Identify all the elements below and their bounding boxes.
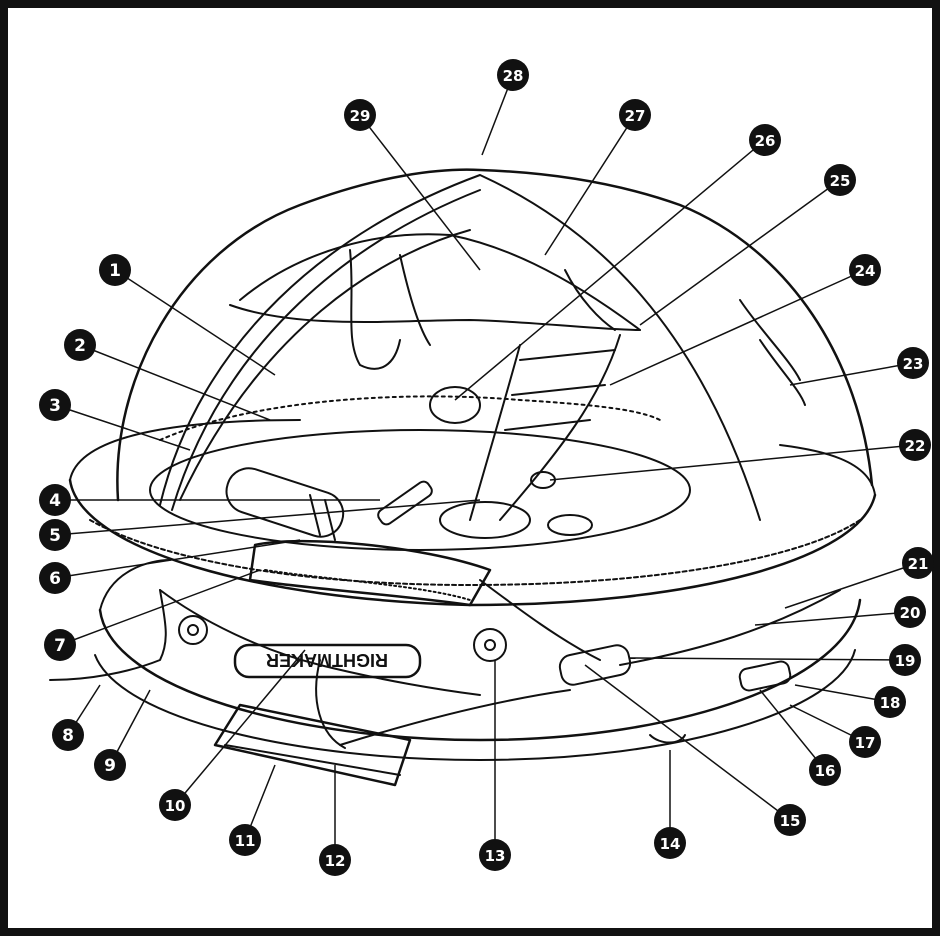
leader-lines	[55, 75, 918, 860]
callout-11: 11	[229, 824, 261, 856]
callout-number: 7	[54, 636, 66, 656]
callout-6: 6	[39, 562, 71, 594]
callout-20: 20	[894, 596, 926, 628]
callout-number: 19	[895, 652, 916, 670]
callout-number: 17	[855, 734, 876, 752]
callout-number: 1	[109, 261, 121, 281]
callout-5: 5	[39, 519, 71, 551]
callout-number: 28	[503, 67, 524, 85]
callout-8: 8	[52, 719, 84, 751]
callout-number: 21	[908, 555, 929, 573]
callout-number: 4	[49, 491, 61, 511]
callout-number: 3	[49, 396, 61, 416]
callout-29: 29	[344, 99, 376, 131]
callout-number: 11	[235, 832, 256, 850]
callout-18: 18	[874, 686, 906, 718]
callout-1: 1	[99, 254, 131, 286]
callout-3: 3	[39, 389, 71, 421]
callout-15: 15	[774, 804, 806, 836]
raft-name-plate: RIGHTMAKER	[266, 650, 388, 670]
callout-2: 2	[64, 329, 96, 361]
callout-12: 12	[319, 844, 351, 876]
callout-number: 27	[625, 107, 646, 125]
diagram-border	[4, 4, 936, 932]
callout-number: 9	[104, 756, 116, 776]
callout-number: 20	[900, 604, 921, 622]
callout-4: 4	[39, 484, 71, 516]
callout-27: 27	[619, 99, 651, 131]
callout-number: 22	[905, 437, 926, 455]
callout-9: 9	[94, 749, 126, 781]
callout-14: 14	[654, 827, 686, 859]
callout-26: 26	[749, 124, 781, 156]
callout-number: 6	[49, 569, 61, 589]
callout-number: 29	[350, 107, 371, 125]
callout-number: 8	[62, 726, 74, 746]
callout-24: 24	[849, 254, 881, 286]
callout-number: 15	[780, 812, 801, 830]
callout-number: 23	[903, 355, 924, 373]
callout-19: 19	[889, 644, 921, 676]
callout-13: 13	[479, 839, 511, 871]
callout-number: 24	[855, 262, 876, 280]
callout-number: 13	[485, 847, 506, 865]
callout-28: 28	[497, 59, 529, 91]
callout-number: 25	[830, 172, 851, 190]
callout-number: 5	[49, 526, 61, 546]
callout-number: 14	[660, 835, 681, 853]
callout-25: 25	[824, 164, 856, 196]
raft-illustration	[50, 170, 875, 785]
callout-number: 2	[74, 336, 86, 356]
callout-7: 7	[44, 629, 76, 661]
callout-17: 17	[849, 726, 881, 758]
callout-number: 26	[755, 132, 776, 150]
callout-10: 10	[159, 789, 191, 821]
callout-number: 18	[880, 694, 901, 712]
callout-number: 16	[815, 762, 836, 780]
callout-22: 22	[899, 429, 931, 461]
callout-23: 23	[897, 347, 929, 379]
callout-number: 10	[165, 797, 186, 815]
callout-16: 16	[809, 754, 841, 786]
callout-number: 12	[325, 852, 346, 870]
callout-21: 21	[902, 547, 934, 579]
